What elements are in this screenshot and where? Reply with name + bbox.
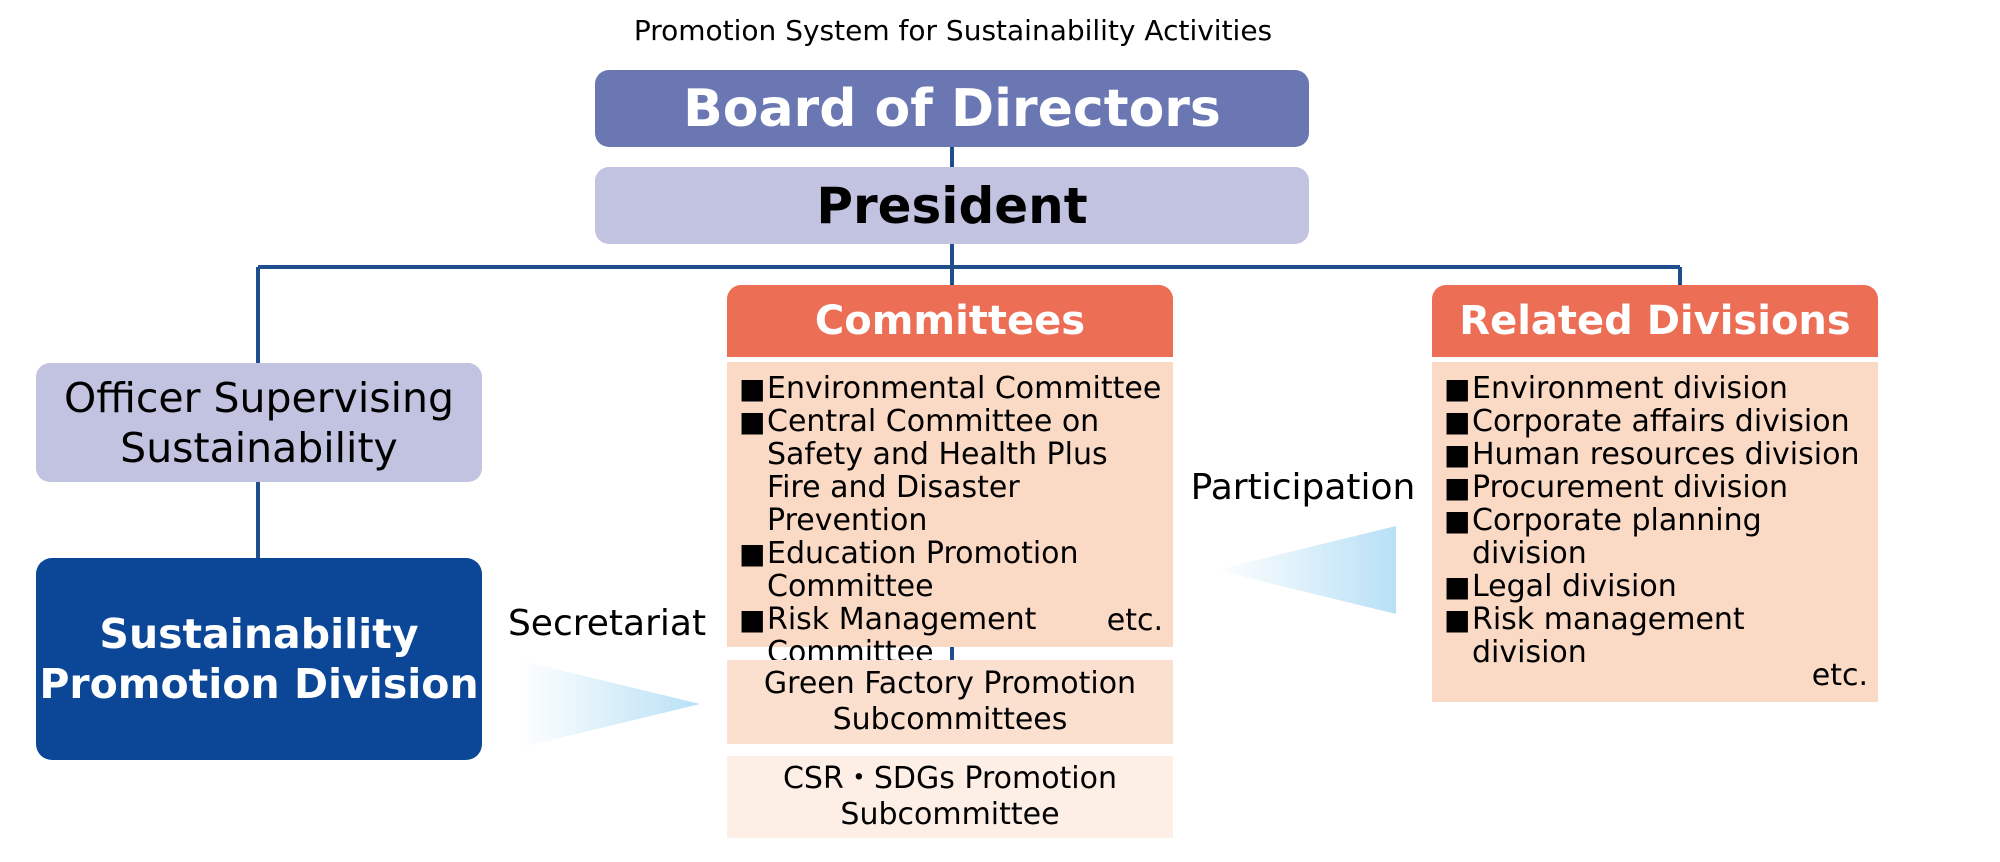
- committee-item: Risk Management Committee: [739, 603, 1163, 669]
- csr-sdgs-subcommittee-box: CSR・SDGs Promotion Subcommittee: [727, 756, 1173, 838]
- promotion-division-line-2: Promotion Division: [39, 660, 479, 708]
- committees-list: Environmental Committee Central Committe…: [727, 362, 1173, 669]
- green-factory-line-1: Green Factory Promotion: [763, 666, 1137, 701]
- division-item: Environment division: [1444, 372, 1868, 405]
- division-item: Corporate affairs division: [1444, 405, 1868, 438]
- officer-supervising-box: Officer Supervising Sustainability: [36, 363, 482, 482]
- division-item: Risk management division: [1444, 603, 1868, 669]
- related-divisions-header: Related Divisions: [1432, 285, 1878, 357]
- related-divisions-list: Environment division Corporate affairs d…: [1432, 362, 1878, 702]
- division-item: Legal division: [1444, 570, 1868, 603]
- officer-line-1: Officer Supervising: [63, 373, 455, 422]
- promotion-division-line-1: Sustainability: [99, 610, 419, 658]
- participation-arrow: [1216, 526, 1396, 614]
- divisions-etc: etc.: [1811, 658, 1868, 693]
- committee-item: Education Promotion Committee: [739, 537, 1163, 603]
- green-factory-line-2: Subcommittees: [832, 702, 1068, 737]
- committee-item: Central Committee on Safety and Health P…: [739, 405, 1163, 537]
- green-factory-subcommittees-box: Green Factory Promotion Subcommittees: [727, 660, 1173, 744]
- division-item: Human resources division: [1444, 438, 1868, 471]
- participation-label: Participation: [1190, 466, 1416, 508]
- officer-line-2: Sustainability: [120, 423, 398, 472]
- board-of-directors-box: Board of Directors: [595, 70, 1309, 147]
- csr-sdgs-line-1: CSR・SDGs Promotion: [782, 761, 1118, 796]
- committees-header: Committees: [727, 285, 1173, 357]
- csr-sdgs-line-2: Subcommittee: [840, 797, 1060, 832]
- secretariat-label: Secretariat: [507, 602, 707, 644]
- sustainability-promotion-division-box: Sustainability Promotion Division: [36, 558, 482, 760]
- secretariat-arrow: [518, 660, 700, 748]
- division-item: Procurement division: [1444, 471, 1868, 504]
- division-item: Corporate planning division: [1444, 504, 1868, 570]
- committee-item: Environmental Committee: [739, 372, 1163, 405]
- president-box: President: [595, 167, 1309, 244]
- diagram-title: Promotion System for Sustainability Acti…: [633, 14, 1273, 47]
- committees-etc: etc.: [1106, 603, 1163, 638]
